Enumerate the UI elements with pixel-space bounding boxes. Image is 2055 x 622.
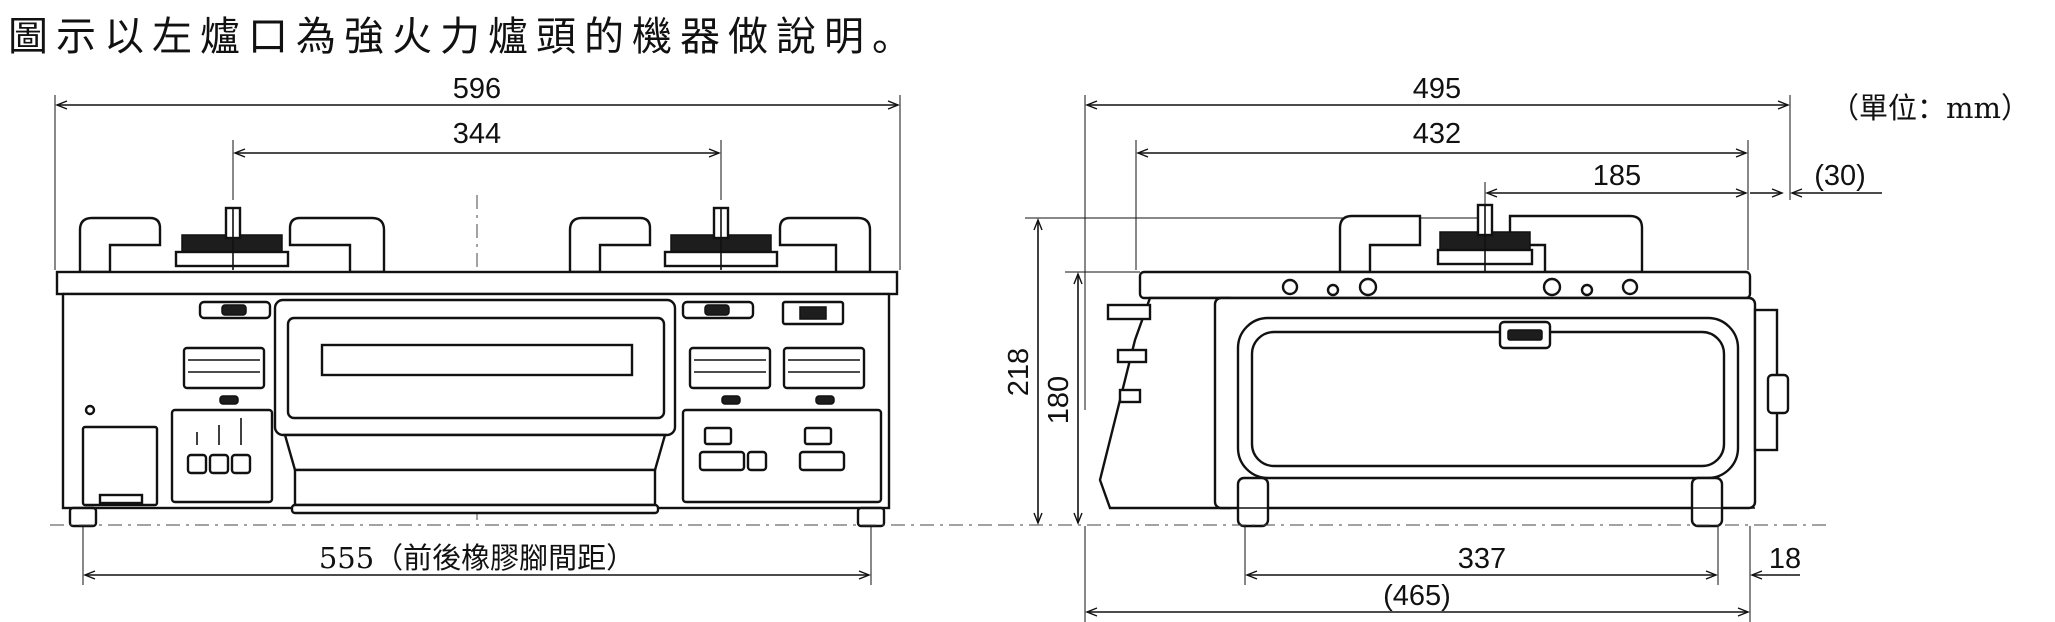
dim-label-18: 18	[1769, 543, 1801, 575]
dim-front-overall-width: 596	[54, 73, 901, 270]
top-plate	[55, 270, 899, 296]
dim-side-base-depth: (465)	[1084, 526, 1751, 622]
dim-front-foot-spacing: 555（前後橡膠腳間距）	[82, 526, 872, 585]
dim-label-495: 495	[1413, 73, 1461, 105]
dim-side-body-height: 180	[1043, 271, 1140, 525]
front-view: 596 344	[50, 73, 1000, 585]
side-foot-rear	[1690, 476, 1724, 528]
side-foot-front	[1236, 476, 1270, 528]
dim-label-218: 218	[1003, 348, 1035, 396]
dim-side-overall-depth: 495	[1084, 73, 1791, 410]
side-view: 495 432 185 (30) （單位：mm） 218	[1000, 73, 2030, 622]
unit-note: （單位：mm）	[1830, 91, 2030, 125]
dim-side-foot-spacing: 337	[1244, 526, 1719, 585]
dim-label-596: 596	[453, 73, 501, 105]
dim-side-rear-foot-offset: 18	[1749, 526, 1801, 585]
dim-label-30: (30)	[1814, 160, 1866, 192]
dim-label-465: (465)	[1383, 580, 1451, 612]
dim-label-185: 185	[1593, 160, 1641, 192]
dim-label-180: 180	[1043, 376, 1075, 424]
dim-side-rear-offset: (30)	[1750, 160, 1882, 198]
dim-front-burner-spacing: 344	[232, 118, 722, 200]
dim-label-344: 344	[453, 118, 501, 150]
front-foot-right	[856, 506, 886, 528]
side-body	[1098, 203, 1790, 510]
dim-label-337: 337	[1458, 543, 1506, 575]
dim-side-burner-offset: 185	[1484, 160, 1748, 290]
dim-label-432: 432	[1413, 118, 1461, 150]
dim-side-top-depth: 432	[1135, 118, 1749, 270]
right-control-panel	[681, 300, 883, 504]
pot-support-left	[78, 206, 386, 274]
left-control-panel	[81, 300, 274, 507]
dim-label-555: 555（前後橡膠腳間距）	[319, 541, 635, 575]
pot-support-right	[568, 206, 872, 274]
grill-door	[273, 298, 677, 515]
front-foot-left	[68, 506, 98, 528]
caption-title: 圖示以左爐口為強火力爐頭的機器做說明。	[8, 14, 920, 60]
